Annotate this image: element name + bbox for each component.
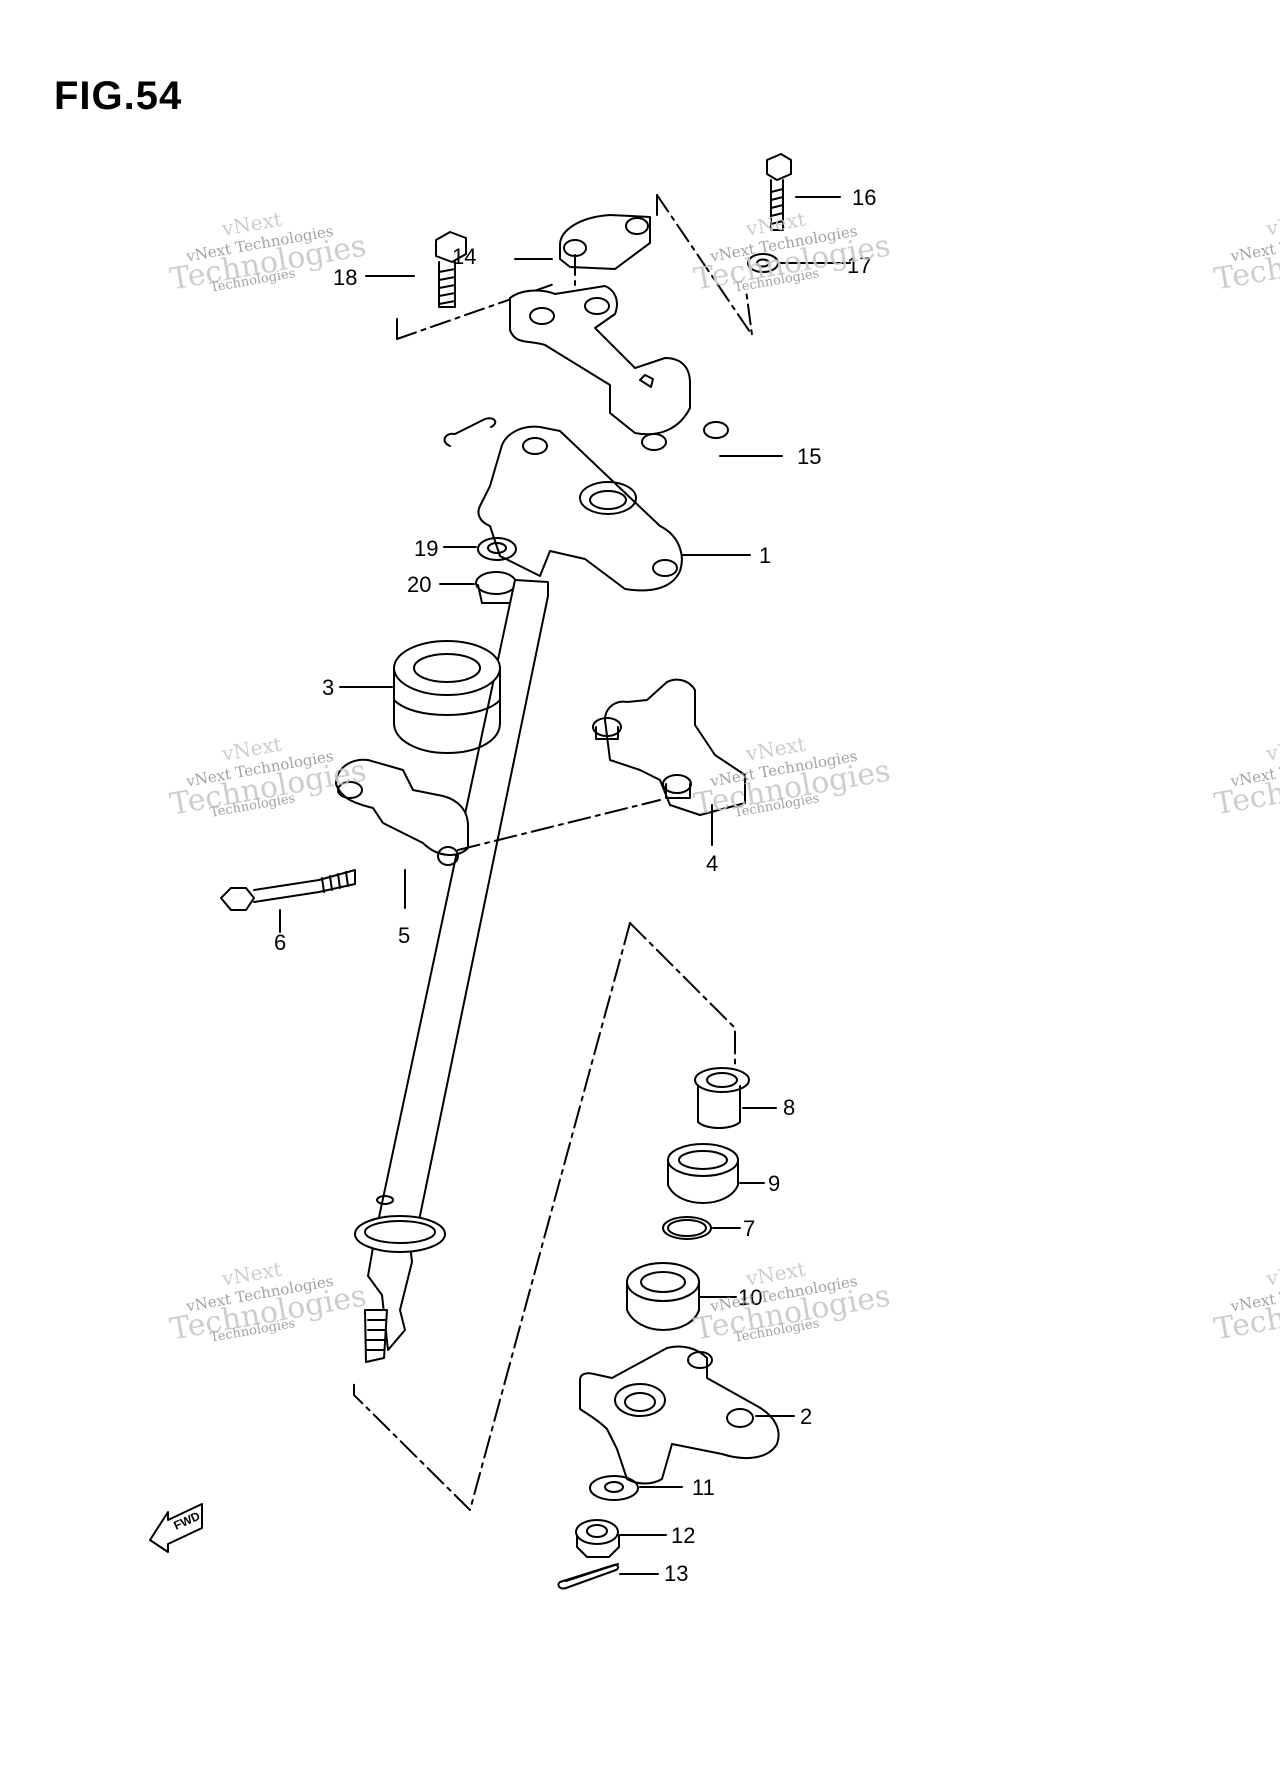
- washer-19: [477, 537, 517, 561]
- callout-17: 17: [847, 253, 872, 278]
- callout-15: 15: [797, 444, 822, 469]
- shaft-clamp-5: [335, 758, 469, 866]
- callout-4: 4: [706, 851, 719, 876]
- callout-1: 1: [759, 543, 772, 568]
- washer-17: [747, 253, 779, 273]
- bushing-10: [626, 1262, 700, 1331]
- cotter-pin-13: [557, 1563, 620, 1590]
- bolt-18: [435, 231, 467, 308]
- callout-14: 14: [452, 244, 477, 269]
- bolt-16: [766, 153, 792, 231]
- handlebar-holder-15: [509, 285, 729, 451]
- fwd-arrow-icon: [149, 1503, 203, 1553]
- bushing-3: [393, 640, 501, 754]
- callout-7: 7: [743, 1216, 756, 1241]
- nut-20: [475, 571, 517, 604]
- callout-9: 9: [768, 1171, 781, 1196]
- figure-title: FIG.54: [54, 74, 183, 118]
- callout-2: 2: [800, 1404, 813, 1429]
- shaft-clamp-4: [592, 678, 746, 816]
- callout-16: 16: [852, 185, 877, 210]
- callout-6: 6: [274, 930, 287, 955]
- callout-13: 13: [664, 1561, 689, 1586]
- nut-12: [575, 1519, 620, 1558]
- steering-shaft: [354, 579, 549, 1363]
- callout-3: 3: [322, 675, 335, 700]
- bolt-6: [220, 869, 356, 911]
- callout-18: 18: [333, 265, 358, 290]
- handlebar-holder-14: [559, 214, 651, 270]
- callout-10: 10: [738, 1285, 763, 1310]
- callout-19: 19: [414, 536, 439, 561]
- callout-8: 8: [783, 1095, 796, 1120]
- washer-11: [589, 1475, 639, 1501]
- callout-12: 12: [671, 1523, 696, 1548]
- callout-11: 11: [692, 1475, 715, 1500]
- bushing-9: [667, 1143, 739, 1204]
- steering-bracket-1: [443, 417, 683, 592]
- callout-20: 20: [407, 572, 432, 597]
- o-ring-7: [662, 1216, 712, 1240]
- collar-8: [694, 1067, 750, 1129]
- steering-arm-2: [579, 1345, 780, 1485]
- callout-5: 5: [398, 923, 411, 948]
